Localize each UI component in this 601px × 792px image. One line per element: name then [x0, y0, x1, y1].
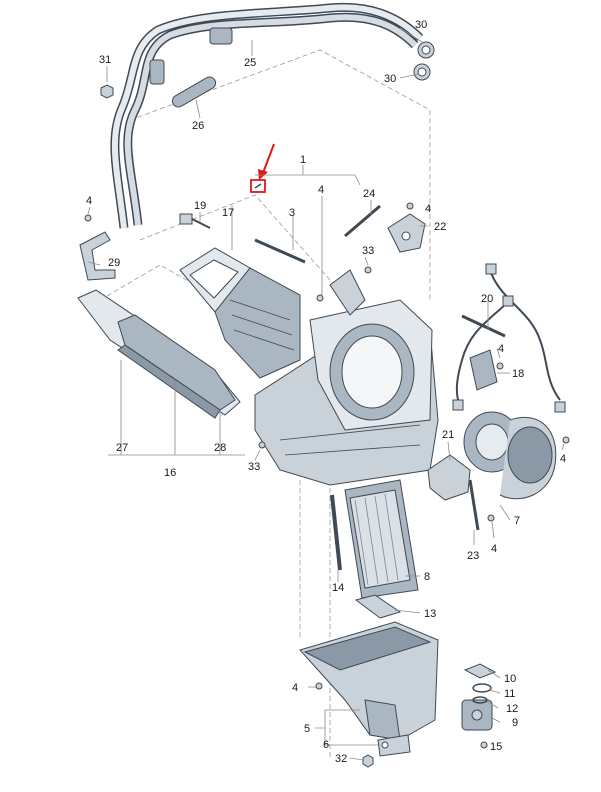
resistor-18 — [469, 349, 498, 391]
callout-1: 1 — [300, 154, 306, 166]
callout-7: 7 — [514, 515, 520, 527]
screw-4-f — [487, 514, 495, 522]
hose-clamp-30a — [417, 41, 435, 59]
callout-3: 3 — [289, 207, 295, 219]
screw-4-d — [496, 362, 504, 370]
callout-18: 18 — [512, 368, 524, 380]
screw-33-a — [364, 266, 372, 274]
seal-12 — [472, 696, 488, 704]
screw-4-a — [84, 214, 92, 222]
screw-19 — [179, 213, 211, 229]
callout-16: 16 — [164, 467, 176, 479]
callout-13: 13 — [424, 608, 436, 620]
heater-housing-1 — [254, 269, 439, 486]
callout-14: 14 — [332, 582, 344, 594]
screw-33-b — [258, 441, 266, 449]
leader-lines — [87, 27, 565, 761]
hose-clamp-30b — [413, 63, 431, 81]
callout-labels: 1 3 4 4 4 4 4 4 4 5 6 7 8 9 10 11 12 13 … — [86, 19, 566, 765]
seal-26 — [171, 76, 217, 108]
rod-14 — [330, 494, 342, 571]
callout-20: 20 — [481, 293, 493, 305]
callout-4: 4 — [560, 453, 566, 465]
callout-17: 17 — [222, 207, 234, 219]
callout-12: 12 — [506, 703, 518, 715]
callout-15: 15 — [490, 741, 502, 753]
callout-30: 30 — [384, 73, 396, 85]
callout-5: 5 — [304, 723, 310, 735]
callout-4: 4 — [86, 195, 92, 207]
callout-10: 10 — [504, 673, 516, 685]
callout-33: 33 — [362, 245, 374, 257]
bracket-13 — [354, 594, 402, 619]
screw-15 — [480, 741, 488, 749]
filter-frame-16 — [77, 289, 241, 419]
blower-motor-7 — [463, 411, 557, 500]
callout-6: 6 — [323, 739, 329, 751]
callout-29: 29 — [108, 257, 120, 269]
wiring-harness-20 — [452, 263, 566, 413]
expansion-valve-9 — [461, 699, 493, 731]
rod-23 — [468, 479, 480, 531]
screw-set — [84, 202, 570, 768]
lower-housing-5 — [299, 621, 439, 757]
callout-24: 24 — [363, 188, 375, 200]
callout-25: 25 — [244, 57, 256, 69]
callout-28: 28 — [214, 442, 226, 454]
seal-10 — [463, 663, 497, 679]
callout-19: 19 — [194, 200, 206, 212]
callout-4: 4 — [425, 203, 431, 215]
callout-22: 22 — [434, 221, 446, 233]
callout-33: 33 — [248, 461, 260, 473]
callout-31: 31 — [99, 54, 111, 66]
callout-4: 4 — [292, 682, 298, 694]
red-arrow-icon — [258, 143, 275, 180]
callout-30: 30 — [415, 19, 427, 31]
callout-4: 4 — [318, 184, 324, 196]
callout-23: 23 — [467, 550, 479, 562]
seal-11 — [472, 683, 492, 693]
screw-4-e — [562, 436, 570, 444]
screw-4-g — [315, 682, 323, 690]
actuator-21 — [427, 454, 471, 501]
actuator-22 — [387, 213, 426, 253]
callout-27: 27 — [116, 442, 128, 454]
callout-21: 21 — [442, 429, 454, 441]
callout-8: 8 — [424, 571, 430, 583]
rod-24 — [344, 204, 381, 238]
flap-shaft-3 — [254, 238, 306, 264]
air-duct-17 — [179, 247, 301, 379]
callout-11: 11 — [504, 688, 515, 700]
screw-4-c — [406, 202, 414, 210]
bracket-29 — [79, 231, 116, 281]
heat-exchanger-8 — [344, 479, 419, 599]
callout-4: 4 — [491, 543, 497, 555]
nut-31 — [100, 84, 114, 99]
callout-26: 26 — [192, 120, 204, 132]
coolant-pipes — [110, 2, 424, 229]
highlight-box-icon — [250, 179, 266, 193]
nut-32 — [362, 754, 374, 768]
callout-9: 9 — [512, 717, 518, 729]
callout-32: 32 — [335, 753, 347, 765]
screw-4-b — [316, 294, 324, 302]
callout-4: 4 — [498, 343, 504, 355]
